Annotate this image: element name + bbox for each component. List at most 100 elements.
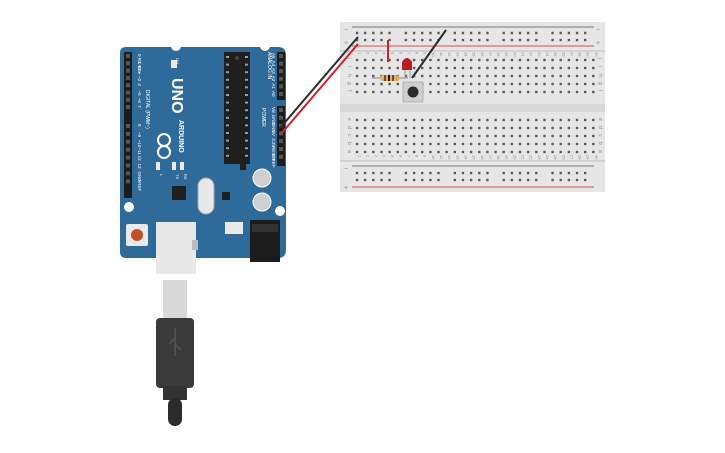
rail-hole[interactable] xyxy=(469,38,473,42)
terminal-hole[interactable] xyxy=(559,58,562,62)
terminal-hole[interactable] xyxy=(543,90,546,94)
terminal-hole[interactable] xyxy=(429,82,432,86)
terminal-hole[interactable] xyxy=(584,126,587,130)
rail-hole[interactable] xyxy=(510,31,514,35)
terminal-hole[interactable] xyxy=(575,82,579,86)
rail-hole[interactable] xyxy=(388,171,391,175)
rail-hole[interactable] xyxy=(567,178,571,182)
power-pin-hole[interactable] xyxy=(279,154,283,159)
terminal-hole[interactable] xyxy=(380,134,383,138)
terminal-hole[interactable] xyxy=(510,74,514,78)
terminal-hole[interactable] xyxy=(543,134,546,138)
terminal-hole[interactable] xyxy=(592,142,595,146)
terminal-hole[interactable] xyxy=(372,82,375,86)
rail-hole[interactable] xyxy=(429,31,432,35)
rail-hole[interactable] xyxy=(412,171,416,175)
rail-hole[interactable] xyxy=(412,38,416,42)
terminal-hole[interactable] xyxy=(510,142,514,146)
rail-hole[interactable] xyxy=(453,31,456,35)
rail-hole[interactable] xyxy=(559,178,562,182)
terminal-hole[interactable] xyxy=(469,90,473,94)
digital-pin-hole[interactable] xyxy=(126,54,130,58)
terminal-hole[interactable] xyxy=(396,142,399,146)
rail-hole[interactable] xyxy=(469,178,473,182)
terminal-hole[interactable] xyxy=(494,90,497,94)
terminal-hole[interactable] xyxy=(584,134,587,138)
power-pin-hole[interactable] xyxy=(279,108,283,112)
resistor[interactable] xyxy=(372,75,408,81)
rail-hole[interactable] xyxy=(388,38,391,42)
terminal-hole[interactable] xyxy=(559,82,562,86)
terminal-hole[interactable] xyxy=(372,150,375,154)
terminal-hole[interactable] xyxy=(396,150,399,154)
terminal-hole[interactable] xyxy=(396,66,399,70)
rail-hole[interactable] xyxy=(510,38,514,42)
terminal-hole[interactable] xyxy=(437,126,440,130)
terminal-hole[interactable] xyxy=(567,126,571,130)
terminal-hole[interactable] xyxy=(502,142,505,146)
terminal-hole[interactable] xyxy=(567,150,571,154)
terminal-hole[interactable] xyxy=(494,66,497,70)
terminal-hole[interactable] xyxy=(453,142,456,146)
rail-hole[interactable] xyxy=(421,178,424,182)
rail-hole[interactable] xyxy=(469,171,473,175)
terminal-hole[interactable] xyxy=(592,150,595,154)
digital-pin-hole[interactable] xyxy=(126,171,130,176)
rail-hole[interactable] xyxy=(518,178,522,182)
terminal-hole[interactable] xyxy=(575,66,579,70)
terminal-hole[interactable] xyxy=(421,150,424,154)
rail-hole[interactable] xyxy=(363,38,367,42)
terminal-hole[interactable] xyxy=(404,150,408,154)
terminal-hole[interactable] xyxy=(567,82,571,86)
rail-hole[interactable] xyxy=(502,38,505,42)
rail-hole[interactable] xyxy=(518,171,522,175)
terminal-hole[interactable] xyxy=(518,66,522,70)
rail-hole[interactable] xyxy=(510,171,514,175)
terminal-hole[interactable] xyxy=(404,74,408,78)
terminal-hole[interactable] xyxy=(396,126,399,130)
terminal-hole[interactable] xyxy=(543,82,546,86)
terminal-hole[interactable] xyxy=(355,118,359,122)
terminal-hole[interactable] xyxy=(510,66,514,70)
terminal-hole[interactable] xyxy=(363,58,367,62)
terminal-hole[interactable] xyxy=(478,58,481,62)
terminal-hole[interactable] xyxy=(543,74,546,78)
rail-hole[interactable] xyxy=(429,178,432,182)
terminal-hole[interactable] xyxy=(412,142,416,146)
terminal-hole[interactable] xyxy=(453,150,456,154)
terminal-hole[interactable] xyxy=(551,66,554,70)
rail-hole[interactable] xyxy=(478,171,481,175)
rail-hole[interactable] xyxy=(372,171,375,175)
rail-hole[interactable] xyxy=(412,178,416,182)
digital-pin-hole[interactable] xyxy=(126,139,130,144)
terminal-hole[interactable] xyxy=(494,58,497,62)
terminal-hole[interactable] xyxy=(388,66,391,70)
rail-hole[interactable] xyxy=(372,31,375,35)
terminal-hole[interactable] xyxy=(510,126,514,130)
rail-hole[interactable] xyxy=(584,171,587,175)
terminal-hole[interactable] xyxy=(526,66,530,70)
terminal-hole[interactable] xyxy=(567,90,571,94)
terminal-hole[interactable] xyxy=(396,58,399,62)
terminal-hole[interactable] xyxy=(559,134,562,138)
terminal-hole[interactable] xyxy=(518,82,522,86)
terminal-hole[interactable] xyxy=(559,90,562,94)
terminal-hole[interactable] xyxy=(526,118,530,122)
terminal-hole[interactable] xyxy=(453,66,456,70)
terminal-hole[interactable] xyxy=(355,66,359,70)
rail-hole[interactable] xyxy=(575,38,579,42)
terminal-hole[interactable] xyxy=(543,142,546,146)
terminal-hole[interactable] xyxy=(551,90,554,94)
rail-hole[interactable] xyxy=(526,178,530,182)
rail-hole[interactable] xyxy=(567,31,571,35)
analog-pin-hole[interactable] xyxy=(279,69,283,74)
terminal-hole[interactable] xyxy=(404,142,408,146)
terminal-hole[interactable] xyxy=(445,74,448,78)
terminal-hole[interactable] xyxy=(469,118,473,122)
analog-pin-hole[interactable] xyxy=(279,84,283,89)
terminal-hole[interactable] xyxy=(551,58,554,62)
terminal-hole[interactable] xyxy=(461,90,465,94)
rail-hole[interactable] xyxy=(437,178,440,182)
terminal-hole[interactable] xyxy=(363,142,367,146)
terminal-hole[interactable] xyxy=(535,90,538,94)
